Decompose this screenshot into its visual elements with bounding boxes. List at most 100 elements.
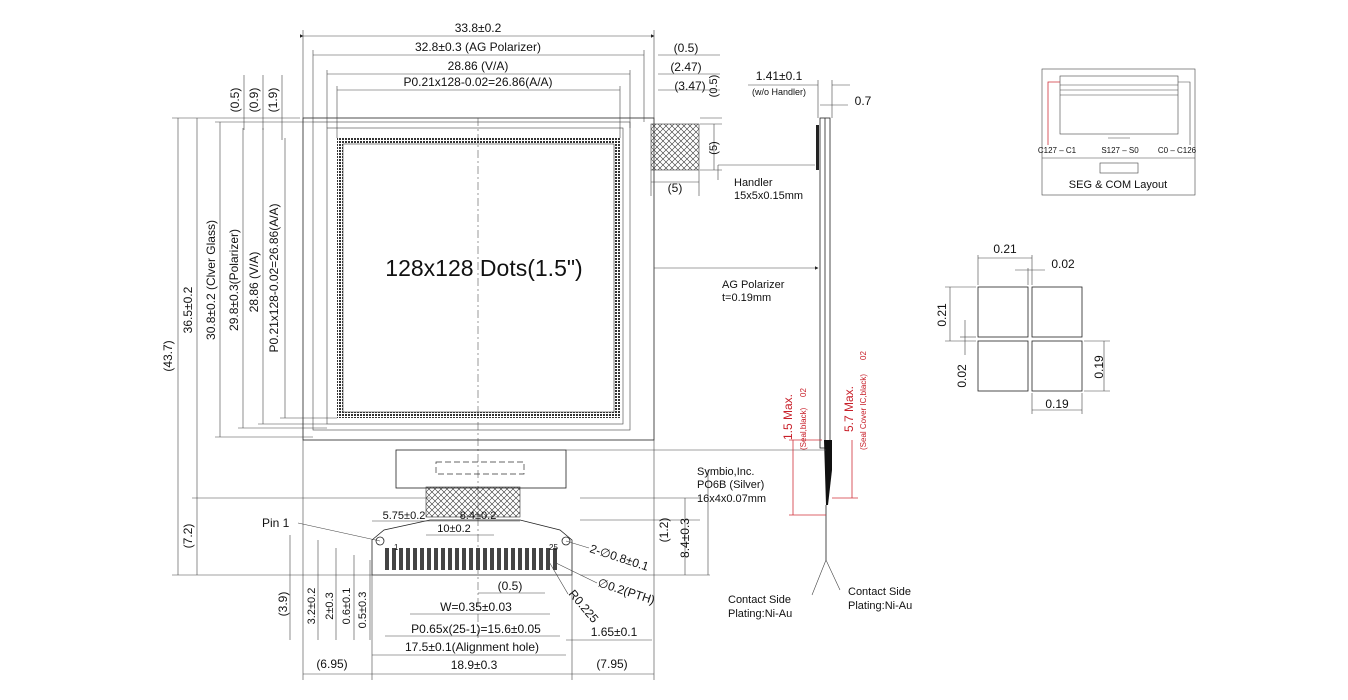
dim-left-0-9: (0.9) bbox=[247, 88, 261, 113]
seg-com-layout: C127 – C1 S127 – S0 C0 – C126 SEG & COM … bbox=[1038, 68, 1197, 196]
dim-right-3-47: (3.47) bbox=[674, 79, 705, 93]
ic-model: PO6B (Silver) bbox=[697, 479, 764, 491]
dim-va-width: 28.86 (V/A) bbox=[448, 59, 509, 73]
seal-max: 1.5 Max. bbox=[781, 394, 795, 440]
contact-left-line2: Plating:Ni-Au bbox=[728, 608, 792, 620]
dim-1-2: (1.2) bbox=[657, 518, 671, 543]
alignment-hole-right bbox=[561, 536, 571, 546]
dim-cover-glass-height: 30.8±0.2 (Clver Glass) bbox=[204, 220, 218, 340]
ic-maker: Symbio,Inc. bbox=[697, 466, 754, 478]
side-handler bbox=[816, 125, 819, 170]
dim-right-0-5: (0.5) bbox=[674, 41, 699, 55]
seal-note: (Seal,black) bbox=[799, 407, 808, 450]
dim-glass-height: 36.5±0.2 bbox=[181, 286, 195, 333]
side-thickness: 1.41±0.1 bbox=[756, 69, 803, 83]
handler-title: Handler bbox=[734, 177, 773, 189]
ic-chip bbox=[435, 461, 525, 475]
dim-0-5-v: 0.5±0.3 bbox=[357, 592, 369, 629]
dim-8-4-b: 8.4±0.3 bbox=[678, 518, 692, 558]
dim-va-height: 28.86 (V/A) bbox=[247, 252, 261, 313]
pixel-bottom-left bbox=[977, 340, 1029, 392]
pin-number-1: 1 bbox=[394, 543, 399, 552]
seal-cover-tol: 02 bbox=[859, 351, 868, 360]
pixel-vgap-0-02: 0.02 bbox=[955, 364, 969, 388]
pixel-gap-0-02: 0.02 bbox=[1051, 257, 1075, 271]
dim-7-95: (7.95) bbox=[596, 657, 627, 671]
pixel-detail: 0.21 0.02 0.21 0.02 0.19 0.19 bbox=[935, 242, 1110, 414]
side-thickness-note: (w/o Handler) bbox=[752, 87, 806, 97]
pixel-width-0-21: 0.21 bbox=[993, 242, 1017, 256]
com-left-route bbox=[1047, 81, 1060, 145]
ag-polarizer-title: AG Polarizer bbox=[722, 279, 785, 291]
handler-hatch bbox=[650, 123, 700, 171]
dim-alignment-hole: 17.5±0.1(Alignment hole) bbox=[405, 640, 539, 654]
dim-ag-polarizer-width: 32.8±0.3 (AG Polarizer) bbox=[415, 40, 541, 54]
pixel-height-0-21: 0.21 bbox=[935, 303, 949, 327]
polarizer-outline bbox=[312, 121, 631, 431]
fpc-pins bbox=[382, 548, 560, 570]
dim-fpc-width: 18.9±0.3 bbox=[451, 658, 498, 672]
dim-overall-height: (43.7) bbox=[161, 340, 175, 371]
dim-left-1-9: (1.9) bbox=[266, 88, 280, 113]
dim-fpc-7-2: (7.2) bbox=[181, 524, 195, 549]
dim-aa-width: P0.21x128-0.02=26.86(A/A) bbox=[403, 75, 552, 89]
pixel-height-0-19: 0.19 bbox=[1092, 355, 1106, 379]
side-view: 1.41±0.1 (w/o Handler) 0.7 Handler 15x5x… bbox=[566, 69, 912, 620]
seg-right-label: C0 – C126 bbox=[1158, 146, 1197, 155]
viewing-area bbox=[326, 127, 624, 425]
ic-size: 16x4x0.07mm bbox=[697, 493, 766, 505]
dim-pin-width: W=0.35±0.03 bbox=[440, 600, 512, 614]
seal-tol: 02 bbox=[799, 388, 808, 397]
pin-1-label: Pin 1 bbox=[262, 516, 290, 530]
seg-mid-label: S127 – S0 bbox=[1101, 146, 1139, 155]
contact-left-line1: Contact Side bbox=[728, 594, 791, 606]
alignment-hole-left bbox=[375, 536, 385, 546]
display-resolution-label: 128x128 Dots(1.5") bbox=[385, 255, 582, 281]
pixel-top-left bbox=[977, 286, 1029, 338]
dim-8-4-a: 8.4±0.2 bbox=[460, 510, 497, 522]
pixel-width-0-19: 0.19 bbox=[1045, 397, 1069, 411]
dim-2: 2±0.3 bbox=[324, 592, 336, 619]
layout-panel bbox=[1059, 75, 1179, 135]
fpc-outline bbox=[371, 519, 573, 576]
dim-fpc-3-9: (3.9) bbox=[276, 592, 290, 617]
active-area bbox=[342, 143, 615, 413]
dim-6-95: (6.95) bbox=[316, 657, 347, 671]
pin-number-25: 25 bbox=[549, 543, 558, 552]
dim-handler-5-h: (5) bbox=[668, 181, 683, 195]
side-glass-0-7: 0.7 bbox=[855, 94, 872, 108]
seal-cover-max: 5.7 Max. bbox=[842, 386, 856, 432]
dim-overall-width: 33.8±0.2 bbox=[455, 21, 502, 35]
dim-right-2-47: (2.47) bbox=[670, 60, 701, 74]
ag-polarizer-thickness: t=0.19mm bbox=[722, 292, 771, 304]
pixel-bottom-right bbox=[1031, 340, 1083, 392]
pixel-top-right bbox=[1031, 286, 1083, 338]
dim-handler-0-5: (0.5) bbox=[708, 75, 720, 98]
side-seal bbox=[824, 440, 832, 505]
dim-left-0-5: (0.5) bbox=[228, 88, 242, 113]
seal-cover-note: (Seal Cover IC,black) bbox=[859, 374, 868, 450]
ic-area bbox=[395, 449, 567, 489]
dim-hole-dia: 2-∅0.8±0.1 bbox=[588, 542, 651, 574]
dim-3-2: 3.2±0.2 bbox=[306, 588, 318, 625]
dim-polarizer-height: 29.8±0.3(Polarizer) bbox=[227, 229, 241, 331]
seg-left-label: C127 – C1 bbox=[1038, 146, 1077, 155]
contact-right-line2: Plating:Ni-Au bbox=[848, 600, 912, 612]
dim-handler-5-v: (5) bbox=[708, 141, 720, 154]
dim-pitch: P0.65x(25-1)=15.6±0.05 bbox=[411, 622, 541, 636]
layout-title: SEG & COM Layout bbox=[1069, 179, 1167, 191]
handler-size: 15x5x0.15mm bbox=[734, 190, 803, 202]
fpc-stiffener bbox=[425, 486, 521, 518]
layout-box-frame bbox=[1041, 68, 1196, 196]
dim-aa-height: P0.21x128-0.02=26.86(A/A) bbox=[267, 203, 281, 352]
glass-outline bbox=[302, 117, 655, 441]
dim-5-75: 5.75±0.2 bbox=[383, 510, 426, 522]
dim-1-65: 1.65±0.1 bbox=[591, 625, 638, 639]
contact-right-line1: Contact Side bbox=[848, 586, 911, 598]
front-view: 1 25 128x128 Dots(1.5") 33.8±0.2 32.8±0.… bbox=[161, 21, 722, 680]
dim-pth: ∅0.2(PTH) bbox=[596, 576, 657, 608]
dim-radius: R0.225 bbox=[566, 587, 602, 626]
dim-0-6: 0.6±0.1 bbox=[341, 588, 353, 625]
dim-0-5-b: (0.5) bbox=[498, 579, 523, 593]
